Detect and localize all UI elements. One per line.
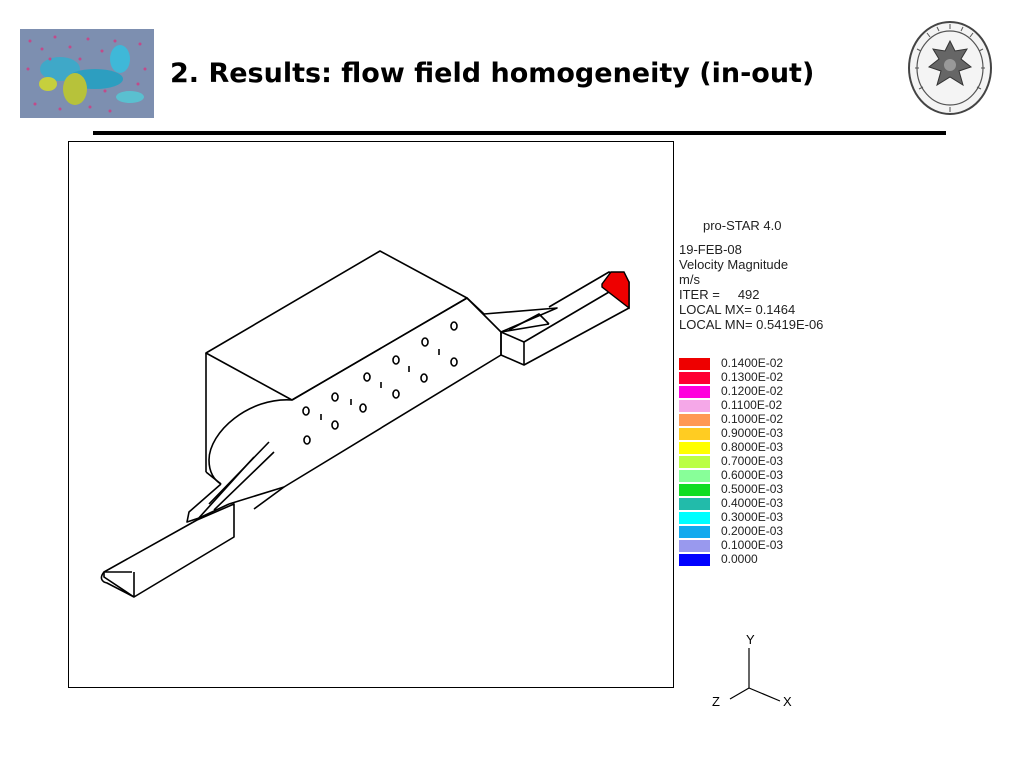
- legend-swatch: [679, 554, 710, 566]
- slide-title: 2. Results: flow field homogeneity (in-o…: [170, 58, 815, 89]
- local-max: LOCAL MX= 0.1464: [679, 302, 796, 317]
- x-axis-line: [748, 687, 781, 702]
- legend-label: 0.4000E-03: [721, 496, 784, 510]
- inlet-dome: [208, 399, 293, 485]
- iteration-value: 492: [737, 287, 760, 302]
- perforation-holes: [302, 321, 458, 445]
- simulation-date: 19-FEB-08: [679, 242, 742, 257]
- legend-swatch: [679, 386, 710, 398]
- quantity-unit: m/s: [679, 272, 700, 287]
- local-min: LOCAL MN= 0.5419E-06: [679, 317, 824, 332]
- legend-swatch: [679, 470, 710, 482]
- software-version: pro-STAR 4.0: [703, 218, 782, 233]
- iteration-label: ITER =: [679, 287, 720, 302]
- outlet-transition: [466, 297, 558, 333]
- legend-swatch: [679, 498, 710, 510]
- axis-triad: Y Z X: [712, 632, 792, 709]
- legend-swatch: [679, 526, 710, 538]
- chamber-front-face: [253, 297, 502, 510]
- cfd-model-wireframe: [100, 250, 630, 598]
- y-axis-label: Y: [746, 632, 755, 647]
- legend-swatch: [679, 442, 710, 454]
- legend-label: 0.7000E-03: [721, 454, 784, 468]
- x-axis-label: X: [783, 694, 792, 709]
- legend-label: 0.1000E-02: [721, 412, 784, 426]
- z-axis-label: Z: [712, 694, 720, 709]
- outlet-face-high-velocity: [601, 271, 630, 310]
- legend-label: 0.1000E-03: [721, 538, 784, 552]
- legend-label: 0.0000: [721, 552, 758, 566]
- legend-swatch: [679, 428, 710, 440]
- simulation-info: pro-STAR 4.0 19-FEB-08 Velocity Magnitud…: [679, 218, 823, 332]
- legend-label: 0.1400E-02: [721, 356, 784, 370]
- legend-label: 0.6000E-03: [721, 468, 784, 482]
- inlet-diffuser: [186, 483, 230, 523]
- legend-label: 0.9000E-03: [721, 426, 784, 440]
- inlet-duct: [103, 503, 235, 598]
- legend-label: 0.5000E-03: [721, 482, 784, 496]
- legend-label: 0.3000E-03: [721, 510, 784, 524]
- legend-swatch: [679, 400, 710, 412]
- legend-label: 0.1100E-02: [721, 398, 783, 412]
- chamber-top-face: [205, 250, 468, 401]
- legend-label: 0.1200E-02: [721, 384, 784, 398]
- legend-label: 0.2000E-03: [721, 524, 784, 538]
- header-thumbnail-image: [20, 29, 154, 118]
- quantity-name: Velocity Magnitude: [679, 257, 789, 272]
- legend-swatch: [679, 484, 710, 496]
- z-axis-line: [729, 687, 750, 700]
- legend-label: 0.8000E-03: [721, 440, 784, 454]
- iteration-count: ITER = 492: [679, 287, 823, 302]
- legend-swatch: [679, 414, 710, 426]
- legend-swatch: [679, 512, 710, 524]
- legend-swatch: [679, 358, 710, 370]
- legend-label: 0.1300E-02: [721, 370, 784, 384]
- legend-swatch: [679, 540, 710, 552]
- header-divider: [93, 131, 946, 135]
- university-seal-logo: [907, 19, 993, 117]
- cfd-viewport: [68, 141, 674, 688]
- legend-swatch: [679, 372, 710, 384]
- legend-swatch: [679, 456, 710, 468]
